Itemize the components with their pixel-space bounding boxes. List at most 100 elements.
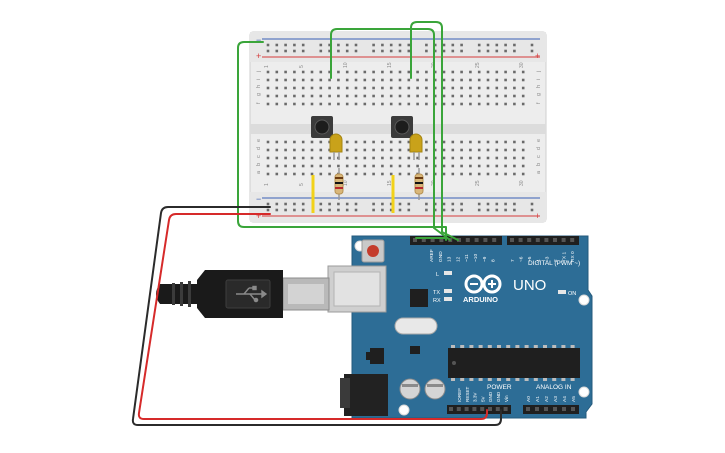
- terminal-hole[interactable]: [319, 156, 323, 160]
- terminal-hole[interactable]: [486, 78, 490, 82]
- terminal-hole[interactable]: [521, 70, 525, 74]
- terminal-hole[interactable]: [407, 70, 411, 74]
- green-wire-pin13[interactable]: [330, 28, 451, 241]
- terminal-hole[interactable]: [284, 94, 287, 98]
- terminal-hole[interactable]: [372, 140, 375, 144]
- terminal-hole[interactable]: [416, 156, 419, 160]
- terminal-hole[interactable]: [381, 164, 384, 168]
- rail-hole[interactable]: [337, 43, 340, 47]
- rail-hole[interactable]: [433, 49, 437, 53]
- terminal-hole[interactable]: [433, 78, 437, 82]
- digital-header-left[interactable]: [410, 236, 502, 245]
- terminal-hole[interactable]: [469, 78, 472, 82]
- rail-hole[interactable]: [460, 202, 463, 206]
- led-1[interactable]: [329, 133, 343, 160]
- rail-hole[interactable]: [442, 43, 446, 47]
- rail-hole[interactable]: [425, 208, 428, 212]
- rail-hole[interactable]: [389, 49, 393, 53]
- terminal-hole[interactable]: [407, 172, 411, 176]
- terminal-hole[interactable]: [284, 172, 287, 176]
- rail-hole[interactable]: [284, 208, 287, 212]
- terminal-hole[interactable]: [275, 94, 279, 98]
- terminal-hole[interactable]: [495, 78, 499, 82]
- breadboard-holes[interactable]: [266, 43, 534, 212]
- terminal-hole[interactable]: [389, 70, 393, 74]
- terminal-hole[interactable]: [337, 78, 340, 82]
- terminal-hole[interactable]: [354, 148, 358, 152]
- terminal-hole[interactable]: [328, 86, 331, 90]
- terminal-hole[interactable]: [513, 70, 516, 74]
- terminal-hole[interactable]: [372, 86, 375, 90]
- terminal-hole[interactable]: [301, 94, 305, 98]
- rail-hole[interactable]: [530, 202, 534, 206]
- terminal-hole[interactable]: [433, 164, 437, 168]
- terminal-hole[interactable]: [372, 172, 375, 176]
- terminal-hole[interactable]: [363, 102, 367, 106]
- terminal-hole[interactable]: [495, 148, 499, 152]
- rail-hole[interactable]: [433, 202, 437, 206]
- rail-hole[interactable]: [266, 49, 270, 53]
- terminal-hole[interactable]: [266, 156, 270, 160]
- pushbutton-1[interactable]: [311, 116, 333, 138]
- terminal-hole[interactable]: [486, 140, 490, 144]
- terminal-hole[interactable]: [275, 70, 279, 74]
- terminal-hole[interactable]: [460, 156, 463, 160]
- terminal-hole[interactable]: [310, 78, 314, 82]
- terminal-hole[interactable]: [477, 164, 481, 168]
- rail-hole[interactable]: [398, 202, 402, 206]
- terminal-hole[interactable]: [469, 102, 472, 106]
- rail-hole[interactable]: [266, 208, 270, 212]
- terminal-hole[interactable]: [345, 148, 349, 152]
- terminal-hole[interactable]: [293, 86, 296, 90]
- rail-hole[interactable]: [477, 49, 481, 53]
- rail-hole[interactable]: [389, 43, 393, 47]
- analog-header[interactable]: [523, 405, 579, 414]
- rail-hole[interactable]: [451, 202, 455, 206]
- terminal-hole[interactable]: [310, 70, 314, 74]
- terminal-hole[interactable]: [451, 164, 455, 168]
- terminal-hole[interactable]: [407, 140, 411, 144]
- terminal-hole[interactable]: [442, 86, 446, 90]
- rail-hole[interactable]: [513, 202, 516, 206]
- terminal-hole[interactable]: [293, 148, 296, 152]
- rail-hole[interactable]: [337, 202, 340, 206]
- terminal-hole[interactable]: [495, 156, 499, 160]
- rail-hole[interactable]: [275, 43, 279, 47]
- rail-hole[interactable]: [398, 49, 402, 53]
- terminal-hole[interactable]: [354, 140, 358, 144]
- terminal-hole[interactable]: [381, 140, 384, 144]
- rail-hole[interactable]: [504, 49, 507, 53]
- terminal-hole[interactable]: [433, 156, 437, 160]
- terminal-hole[interactable]: [521, 172, 525, 176]
- terminal-hole[interactable]: [451, 102, 455, 106]
- terminal-hole[interactable]: [495, 164, 499, 168]
- terminal-hole[interactable]: [328, 102, 331, 106]
- terminal-hole[interactable]: [293, 164, 296, 168]
- terminal-hole[interactable]: [469, 156, 472, 160]
- terminal-hole[interactable]: [442, 78, 446, 82]
- rail-hole[interactable]: [328, 49, 331, 53]
- rail-hole[interactable]: [328, 43, 331, 47]
- terminal-hole[interactable]: [451, 78, 455, 82]
- terminal-hole[interactable]: [504, 94, 507, 98]
- pushbutton-1-cap[interactable]: [314, 119, 330, 135]
- terminal-hole[interactable]: [442, 156, 446, 160]
- terminal-hole[interactable]: [363, 156, 367, 160]
- terminal-hole[interactable]: [293, 102, 296, 106]
- terminal-hole[interactable]: [433, 102, 437, 106]
- terminal-hole[interactable]: [398, 78, 402, 82]
- rail-hole[interactable]: [337, 49, 340, 53]
- terminal-hole[interactable]: [337, 94, 340, 98]
- terminal-hole[interactable]: [451, 172, 455, 176]
- terminal-hole[interactable]: [284, 86, 287, 90]
- terminal-hole[interactable]: [504, 140, 507, 144]
- terminal-hole[interactable]: [301, 156, 305, 160]
- terminal-hole[interactable]: [319, 164, 323, 168]
- power-header[interactable]: [447, 405, 511, 414]
- rail-hole[interactable]: [451, 49, 455, 53]
- rail-hole[interactable]: [442, 202, 446, 206]
- terminal-hole[interactable]: [372, 102, 375, 106]
- terminal-hole[interactable]: [416, 102, 419, 106]
- rail-hole[interactable]: [451, 43, 455, 47]
